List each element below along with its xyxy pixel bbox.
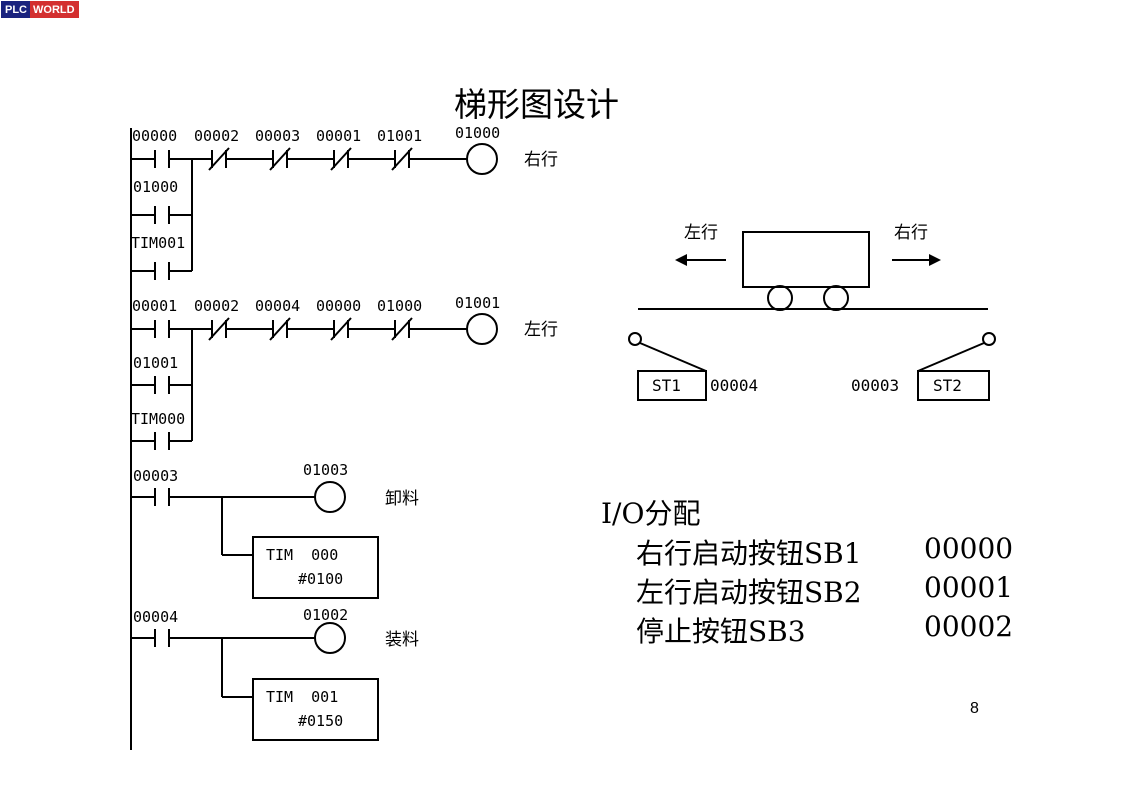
- cart-left-label: 左行: [684, 223, 718, 243]
- io-row-2-label: 左行启动按钮SB2: [636, 576, 862, 609]
- st1-addr: 00004: [710, 376, 758, 395]
- r3-coil-name: 卸料: [385, 489, 419, 509]
- cart-wheel-right: [823, 285, 849, 311]
- logo-plc-text: PLC: [1, 1, 30, 18]
- r2-branch-1-label: 01001: [133, 354, 178, 372]
- r4-coil-label: 01002: [303, 606, 348, 624]
- cart-right-label: 右行: [894, 223, 928, 243]
- r2-contact-1-label: 00001: [132, 297, 177, 315]
- io-heading: I/O分配: [601, 497, 701, 530]
- r1-contact-2-label: 00002: [194, 127, 239, 145]
- r4-coil-name: 装料: [385, 630, 419, 650]
- r1-contact-3-label: 00003: [255, 127, 300, 145]
- r1-branch-1-label: 01000: [133, 178, 178, 196]
- io-row-1-addr: 00000: [924, 532, 1014, 565]
- io-row-3-addr: 00002: [924, 610, 1014, 643]
- cart-body: [742, 231, 870, 288]
- r2-contact-5-label: 01000: [377, 297, 422, 315]
- io-row-1-label: 右行启动按钮SB1: [636, 537, 862, 570]
- right-arrow-head-icon: [929, 254, 941, 266]
- io-row-2-addr: 00001: [924, 571, 1014, 604]
- rung-4: [131, 622, 379, 741]
- page-number: 8: [970, 700, 979, 717]
- r3-timer-line1: TIM 000: [266, 546, 338, 564]
- r3-timer-line2: #0100: [298, 570, 343, 588]
- r1-coil-label: 01000: [455, 124, 500, 142]
- r4-timer-line2: #0150: [298, 712, 343, 730]
- rung-3: [131, 481, 379, 599]
- r1-branch-2-label: TIM001: [131, 234, 185, 252]
- r1-contact-4-label: 00001: [316, 127, 361, 145]
- r2-contact-2-label: 00002: [194, 297, 239, 315]
- left-arrow-head-icon: [675, 254, 687, 266]
- st1-name: ST1: [652, 376, 681, 395]
- st2-box: [917, 370, 990, 401]
- r3-coil-label: 01003: [303, 461, 348, 479]
- r2-coil-name: 左行: [524, 320, 558, 340]
- rung-2: [131, 313, 498, 450]
- page-title: 梯形图设计: [454, 85, 619, 124]
- r3-contact-label: 00003: [133, 467, 178, 485]
- r1-coil-name: 右行: [524, 150, 558, 170]
- st2-addr: 00003: [851, 376, 899, 395]
- io-row-3-label: 停止按钮SB3: [636, 615, 806, 648]
- r1-contact-1-label: 00000: [132, 127, 177, 145]
- rung-1: [131, 143, 498, 280]
- st1-box: [637, 370, 707, 401]
- r2-contact-4-label: 00000: [316, 297, 361, 315]
- plc-world-logo: PLC WORLD: [1, 1, 79, 18]
- st1-switch-head: [628, 332, 642, 346]
- r2-coil-label: 01001: [455, 294, 500, 312]
- r1-contact-5-label: 01001: [377, 127, 422, 145]
- cart-diagram: [628, 231, 996, 401]
- r4-timer-line1: TIM 001: [266, 688, 338, 706]
- logo-world-text: WORLD: [30, 1, 79, 18]
- st2-name: ST2: [933, 376, 962, 395]
- st2-switch-head: [982, 332, 996, 346]
- r4-contact-label: 00004: [133, 608, 178, 626]
- r2-contact-3-label: 00004: [255, 297, 300, 315]
- cart-wheel-left: [767, 285, 793, 311]
- r2-branch-2-label: TIM000: [131, 410, 185, 428]
